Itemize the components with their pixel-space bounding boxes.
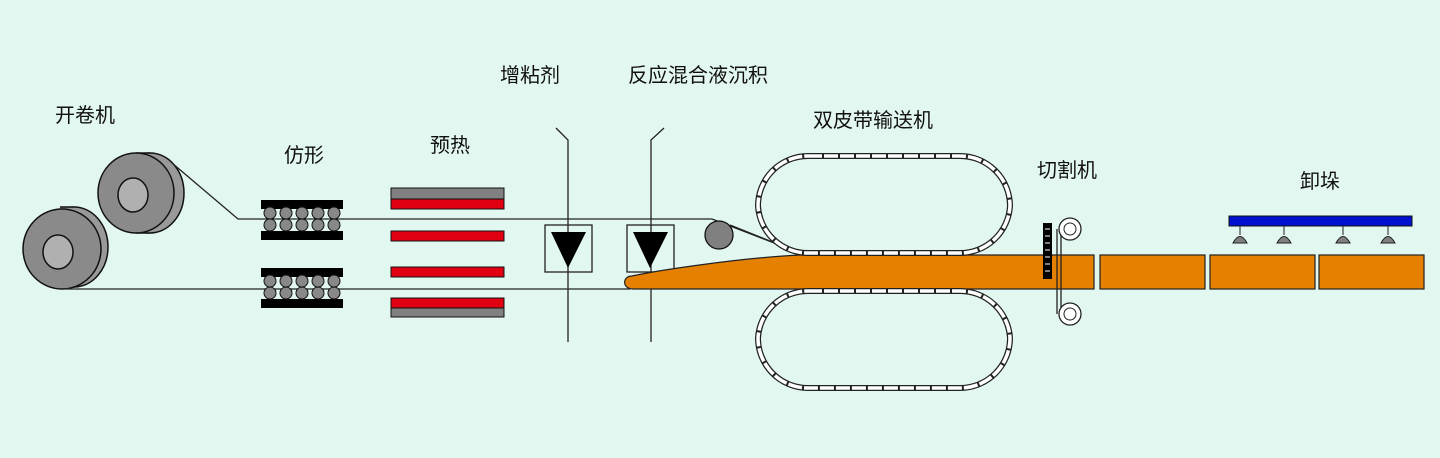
label-mixture: 反应混合液沉积: [628, 63, 768, 87]
forming-station: 仿形: [261, 143, 343, 308]
cut-panel: [1318, 254, 1425, 290]
uncoiler: 开卷机: [22, 103, 185, 290]
label-tackifier: 增粘剂: [500, 63, 560, 87]
forming-upper: [261, 200, 343, 240]
mixture-station: 反应混合液沉积: [626, 63, 768, 342]
label-uncoiler: 开卷机: [55, 103, 115, 127]
cut-panels: [1099, 254, 1425, 290]
cutter: 切割机: [1037, 158, 1097, 326]
stacker: 卸垛: [1228, 169, 1413, 244]
guide-roll: [704, 220, 734, 250]
coil-bottom: [22, 206, 109, 290]
coil-top: [97, 152, 185, 234]
suction-cups: [1232, 226, 1396, 244]
cutter-blade: [1043, 223, 1052, 279]
cut-panel: [1099, 254, 1206, 290]
stacker-beam: [1228, 215, 1413, 227]
label-unload: 卸垛: [1300, 169, 1340, 193]
label-cutter: 切割机: [1037, 158, 1097, 182]
preheat-station: 预热: [390, 133, 505, 318]
cut-panel: [1209, 254, 1316, 290]
double-belt-conveyor: 双皮带输送机: [754, 108, 1014, 391]
label-forming: 仿形: [284, 143, 324, 167]
forming-lower: [261, 268, 343, 308]
upper-sheet: [171, 162, 712, 220]
label-belt: 双皮带输送机: [813, 108, 933, 132]
sandwich-panel: [624, 254, 1095, 290]
tackifier-station: 增粘剂: [500, 63, 593, 342]
label-preheat: 预热: [430, 133, 470, 157]
